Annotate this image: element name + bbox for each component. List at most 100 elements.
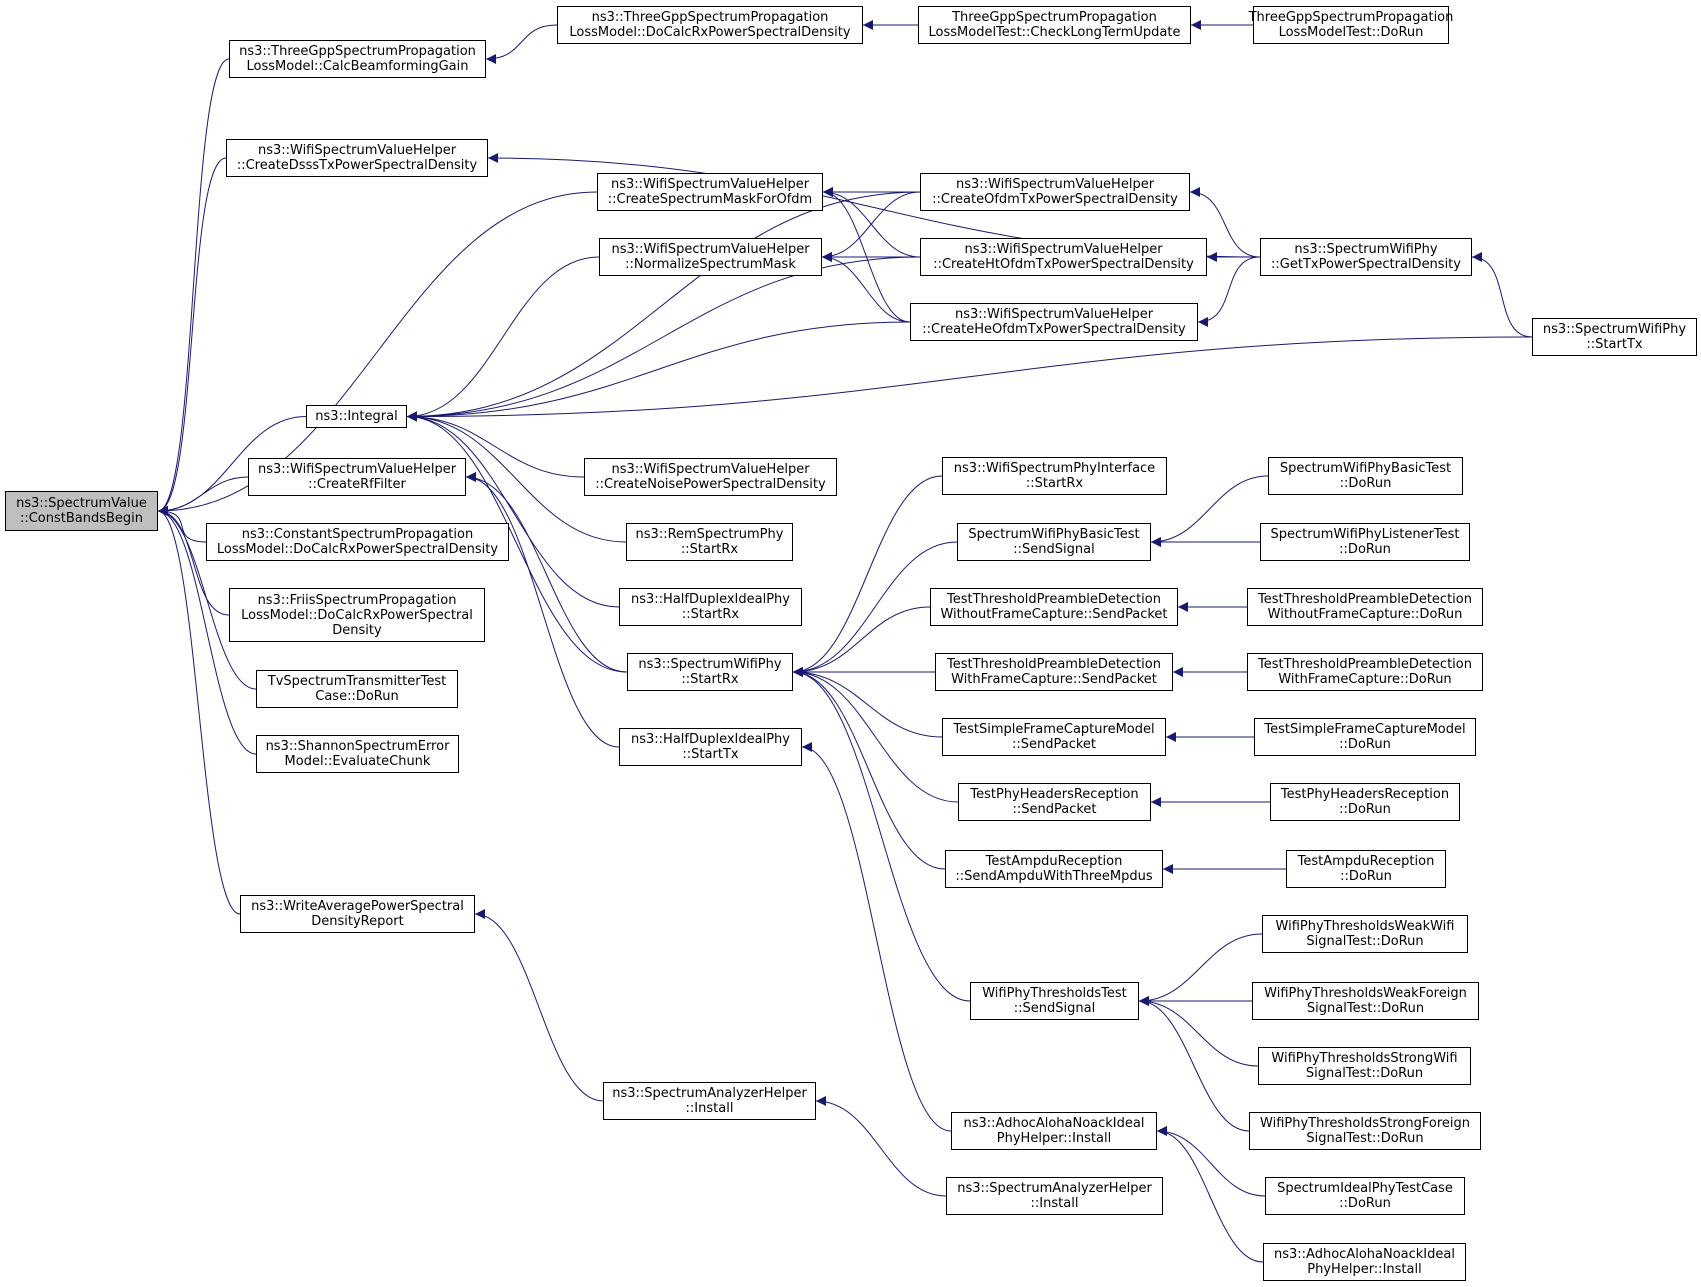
node-label-line: ns3::SpectrumAnalyzerHelper [957,1181,1152,1196]
node-swplt-dorun[interactable]: SpectrumWifiPhyListenerTest::DoRun [1260,523,1470,561]
node-sipt-dorun[interactable]: SpectrumIdealPhyTestCase::DoRun [1265,1177,1465,1215]
node-label-line: ns3::FriisSpectrumPropagation [257,592,457,608]
edge-wsvh-ofdm-to-integral [406,191,921,422]
edge-wsvh-ht-to-integral [406,256,921,422]
node-label-line: WifiPhyThresholdsWeakForeign [1264,986,1467,1001]
node-swp-gettx[interactable]: ns3::SpectrumWifiPhy::GetTxPowerSpectral… [1260,238,1472,276]
node-sah-install2[interactable]: ns3::SpectrumAnalyzerHelper::Install [946,1177,1163,1215]
node-label-line: ::SendPacket [1011,737,1097,752]
node-label-line: ::SendPacket [1012,802,1097,817]
edge-wptt-send-to-swp-startrx [792,667,971,1002]
edge-wsvh-mask-to-root [157,191,598,516]
node-label-line: ns3::ConstantSpectrumPropagation [241,527,474,542]
node-tphr-send[interactable]: TestPhyHeadersReception::SendPacket [958,783,1151,821]
edge-sah-install2-to-sah-install1 [815,1096,947,1197]
node-label-line: ::StartRx [1025,476,1084,491]
node-label-line: ::CreateOfdmTxPowerSpectralDensity [932,192,1178,207]
node-wsvh-ofdm[interactable]: ns3::WifiSpectrumValueHelper::CreateOfdm… [920,173,1190,211]
edge-aanip-install1-to-hdip-starttx [801,742,952,1132]
node-wsvh-noise[interactable]: ns3::WifiSpectrumValueHelper::CreateNois… [584,458,837,496]
node-label-line: ns3::WifiSpectrumPhyInterface [953,461,1156,476]
edge-const-docalc-to-root [157,506,207,543]
edge-swpbt-send-to-swp-startrx [792,541,958,677]
node-label-line: ThreeGppSpectrumPropagation [1248,10,1454,25]
node-label-line: PhyHelper::Install [1307,1262,1422,1277]
node-tar-send[interactable]: TestAmpduReception::SendAmpduWithThreeMp… [945,850,1163,888]
node-tsfc-send[interactable]: TestSimpleFrameCaptureModel::SendPacket [942,718,1166,756]
node-tar-dorun[interactable]: TestAmpduReception::DoRun [1286,850,1446,888]
edge-tar-send-to-swp-startrx [792,667,946,870]
node-swpbt-send[interactable]: SpectrumWifiPhyBasicTest::SendSignal [957,523,1151,561]
node-label-line: ::DoRun [1340,869,1392,884]
node-swp-starttx[interactable]: ns3::SpectrumWifiPhy::StartTx [1532,318,1697,356]
node-wptt-send[interactable]: WifiPhyThresholdsTest::SendSignal [970,982,1139,1020]
node-wsvh-he[interactable]: ns3::WifiSpectrumValueHelper::CreateHeOf… [910,303,1198,341]
node-integral[interactable]: ns3::Integral [306,405,407,428]
node-label-line: WithFrameCapture::SendPacket [951,672,1157,687]
node-label-line: ::DoRun [1339,476,1392,491]
node-label-line: WifiPhyThresholdsTest [982,986,1127,1001]
edge-swp-gettx-to-wsvh-he [1197,256,1261,327]
node-label-line: ns3::WriteAveragePowerSpectral [251,899,464,914]
node-label-line: Case::DoRun [315,689,399,704]
node-label-line: ::StartTx [1586,337,1643,352]
node-label-line: SignalTest::DoRun [1306,1131,1424,1146]
node-wspi-startrx[interactable]: ns3::WifiSpectrumPhyInterface::StartRx [942,457,1167,495]
node-label-line: ns3::HalfDuplexIdealPhy [631,732,790,747]
node-label-line: ns3::WifiSpectrumValueHelper [954,307,1154,322]
node-sah-install1[interactable]: ns3::SpectrumAnalyzerHelper::Install [603,1082,816,1120]
edge-tsfc-send-to-swp-startrx [792,667,943,738]
node-label-line: LossModelTest::CheckLongTermUpdate [928,25,1181,40]
edge-wsvh-rf-to-root [157,476,249,516]
node-wsvh-dsss[interactable]: ns3::WifiSpectrumValueHelper::CreateDsss… [226,139,488,177]
node-label-line: ns3::SpectrumWifiPhy [1294,242,1438,257]
node-label-line: ::DoRun [1339,802,1391,817]
node-wsvh-rf[interactable]: ns3::WifiSpectrumValueHelper::CreateRfFi… [248,458,466,496]
node-wsvh-mask[interactable]: ns3::WifiSpectrumValueHelper::CreateSpec… [597,173,823,211]
node-label-line: ::CreateNoisePowerSpectralDensity [595,477,826,492]
node-label-line: ::DoRun [1339,542,1391,557]
node-tphr-dorun[interactable]: TestPhyHeadersReception::DoRun [1270,783,1460,821]
node-hdip-startrx[interactable]: ns3::HalfDuplexIdealPhy::StartRx [619,588,802,626]
node-label-line: ::NormalizeSpectrumMask [625,257,796,272]
node-wsvh-norm[interactable]: ns3::WifiSpectrumValueHelper::NormalizeS… [599,238,822,276]
node-label-line: ns3::HalfDuplexIdealPhy [631,592,790,607]
node-wsvh-ht[interactable]: ns3::WifiSpectrumValueHelper::CreateHtOf… [920,238,1207,276]
node-label-line: ns3::WifiSpectrumValueHelper [610,177,810,192]
node-label-line: TestThresholdPreambleDetection [947,592,1161,607]
node-label-line: ::Install [685,1101,734,1116]
node-swp-startrx[interactable]: ns3::SpectrumWifiPhy::StartRx [627,653,793,691]
node-hdip-starttx[interactable]: ns3::HalfDuplexIdealPhy::StartTx [619,728,802,766]
node-label-line: ns3::SpectrumWifiPhy [638,657,782,672]
edge-wspi-startrx-to-swp-startrx [792,475,943,677]
node-label-line: LossModel::CalcBeamformingGain [246,59,469,74]
node-swpbt-dorun[interactable]: SpectrumWifiPhyBasicTest::DoRun [1268,457,1463,495]
edge-tphr-send-to-swp-startrx [792,667,959,803]
node-label-line: SignalTest::DoRun [1306,1001,1425,1016]
node-rem-startrx[interactable]: ns3::RemSpectrumPhy::StartRx [626,523,793,561]
node-label-line: TestThresholdPreambleDetection [1258,592,1472,607]
edge-swp-startrx-to-integral [406,411,628,673]
node-label-line: PhyHelper::Install [996,1131,1112,1146]
node-tsfc-dorun[interactable]: TestSimpleFrameCaptureModel::DoRun [1254,718,1476,756]
